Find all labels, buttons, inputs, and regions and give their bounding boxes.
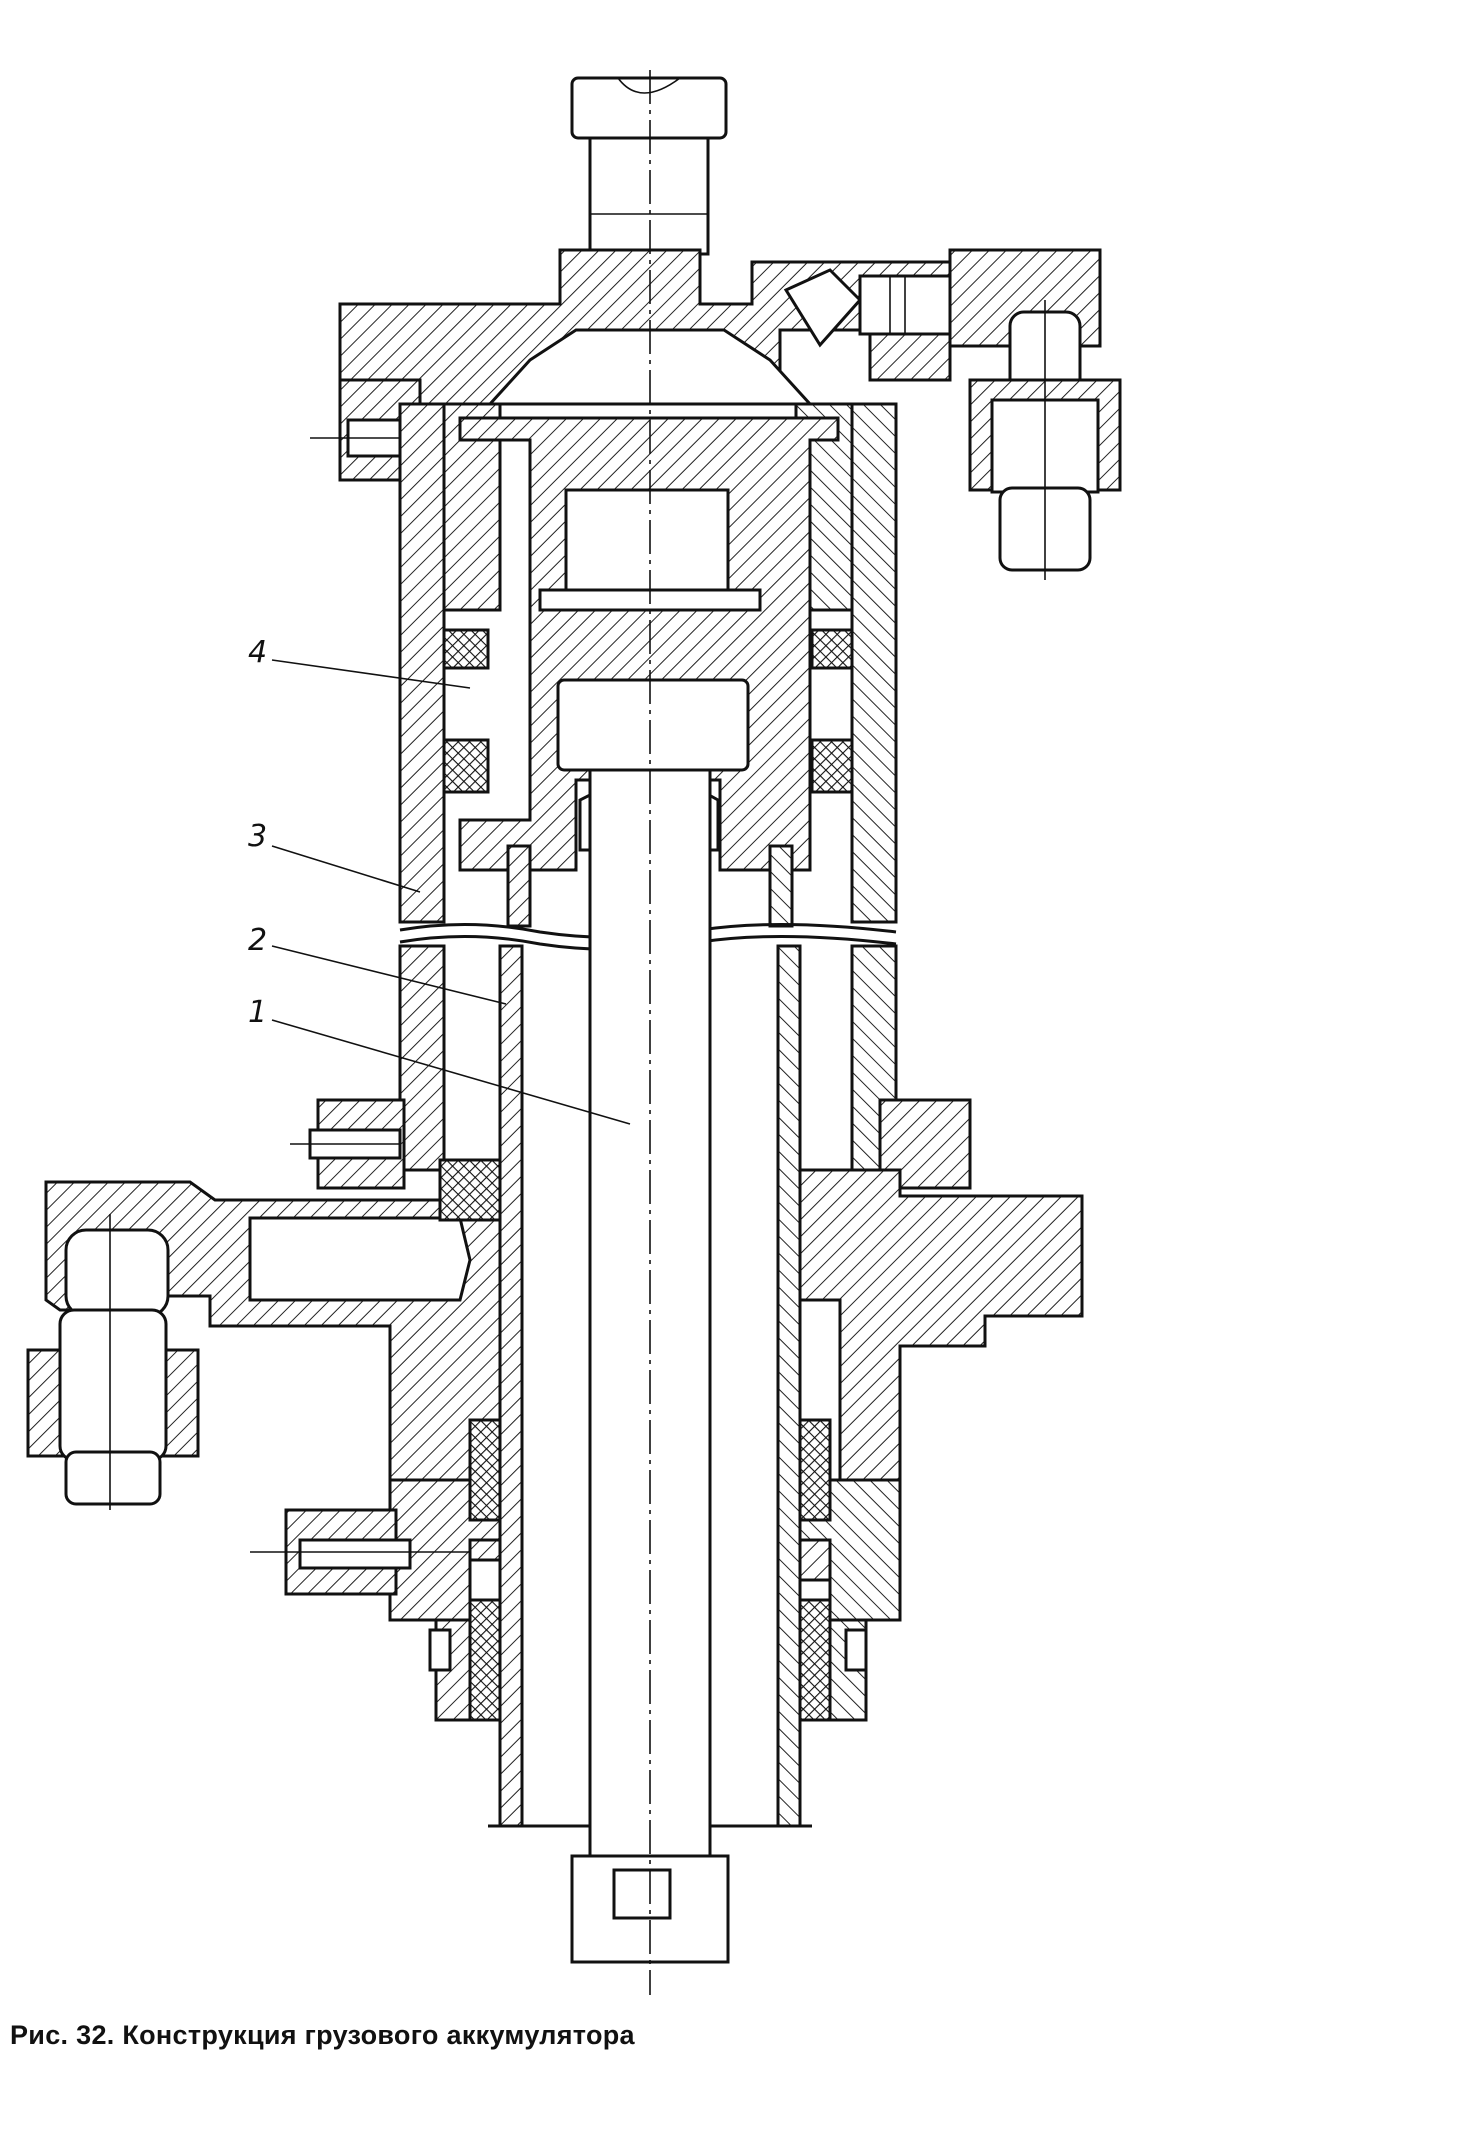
svg-text:1: 1 (248, 995, 267, 1030)
svg-text:3: 3 (248, 819, 267, 854)
callout-1: 1 (248, 995, 631, 1125)
figure-caption: Рис. 32. Конструкция грузового аккумулят… (10, 2020, 635, 2050)
lower-gland (388, 1418, 902, 1722)
top-right-fitting (968, 300, 1122, 580)
piston-sleeve (442, 416, 854, 872)
callout-3: 3 (248, 819, 421, 893)
svg-text:2: 2 (248, 923, 267, 958)
top-rod-end (570, 76, 728, 256)
inner-tube-lower (488, 944, 812, 1828)
svg-text:4: 4 (248, 635, 267, 670)
callout-4: 4 (248, 635, 471, 689)
callout-2: 2 (248, 923, 507, 1005)
lower-left-small-fitting (250, 1508, 470, 1596)
left-pipe-fitting (26, 1098, 502, 1562)
inner-tube-upper (506, 844, 794, 928)
